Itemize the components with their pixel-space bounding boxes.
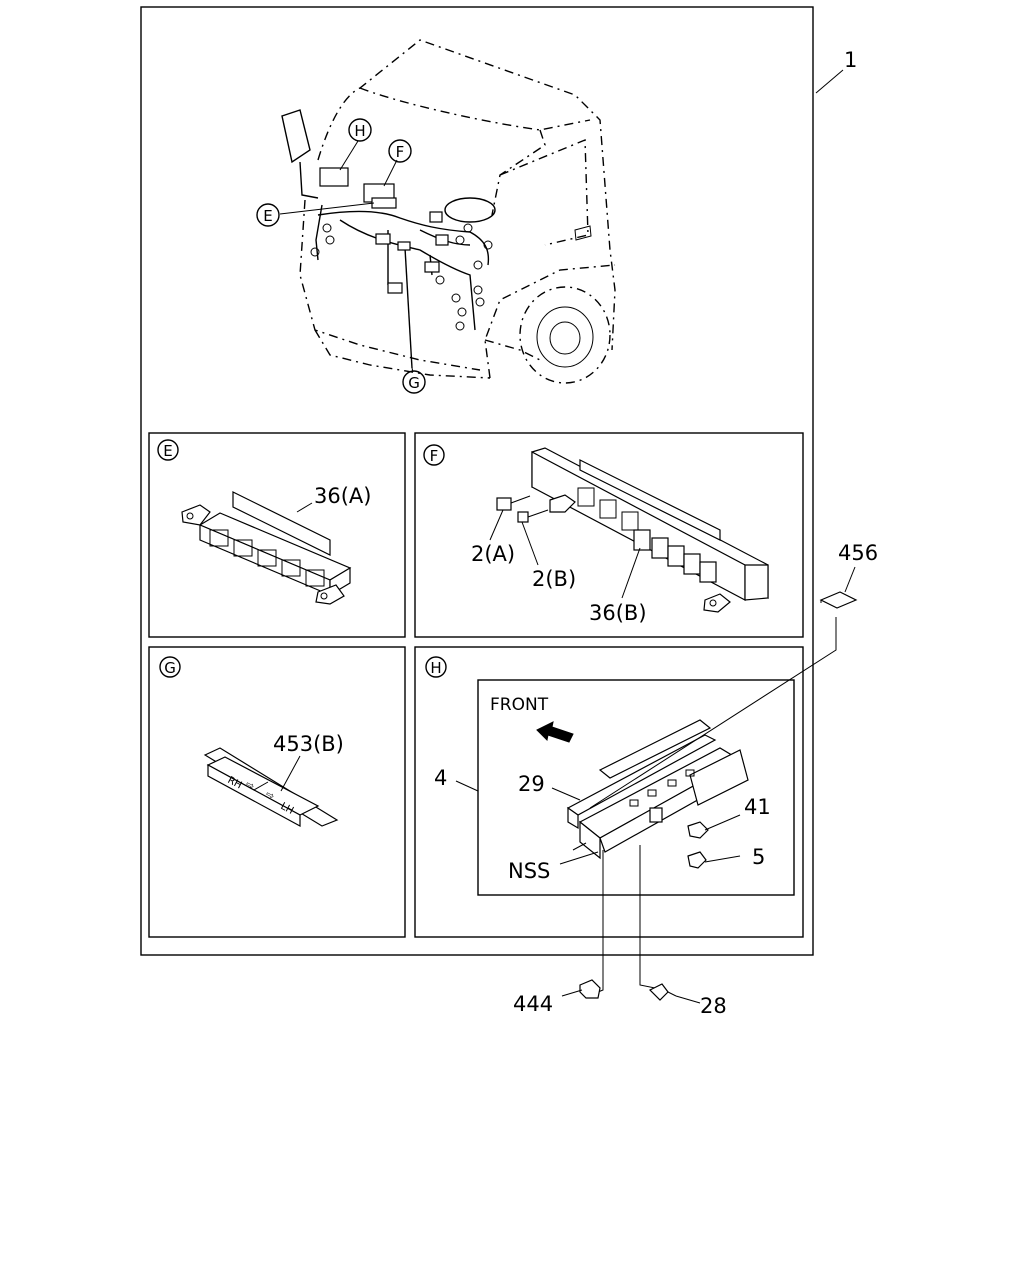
leader-456 <box>844 566 856 593</box>
leader-nss <box>559 851 599 865</box>
callout-g-panel: G <box>159 656 181 678</box>
truck-cab-overview <box>279 39 616 384</box>
fuse-lh-text: LH <box>279 801 296 817</box>
leader-453b <box>280 755 301 792</box>
leader-36b <box>621 547 641 599</box>
svg-text:G: G <box>164 659 176 677</box>
label-5: 5 <box>752 845 765 869</box>
svg-text:F: F <box>396 143 405 161</box>
leader-444-label <box>561 989 583 997</box>
svg-text:E: E <box>163 442 172 460</box>
callout-h-panel: H <box>425 656 447 678</box>
svg-text:H: H <box>354 122 365 140</box>
leader-456-to-bracket <box>589 617 837 809</box>
svg-text:G: G <box>408 374 420 392</box>
bracket-assembly-4 <box>566 719 749 869</box>
label-28: 28 <box>700 994 727 1018</box>
leader-2a <box>489 509 504 541</box>
svg-text:E: E <box>263 207 272 225</box>
label-444: 444 <box>513 992 553 1016</box>
front-arrow-icon <box>536 721 574 743</box>
label-456: 456 <box>838 541 878 565</box>
part-444-clip <box>579 979 601 999</box>
callout-f-panel: F <box>423 444 445 466</box>
leader-29 <box>551 787 581 801</box>
leader-41 <box>704 814 741 831</box>
leader-5 <box>704 855 741 863</box>
part-28-screw <box>648 983 669 1001</box>
leader-28-label <box>675 995 701 1004</box>
relay-bracket-36a <box>181 491 352 605</box>
panel-f <box>414 432 804 638</box>
label-453b: 453(B) <box>273 732 344 756</box>
part-456-pad <box>819 591 858 609</box>
label-nss: NSS <box>508 859 550 883</box>
panel-h <box>414 646 804 938</box>
callout-e-overview: E <box>256 203 280 227</box>
label-assembly: 1 <box>844 48 857 72</box>
callout-g-overview: G <box>402 370 426 394</box>
label-29: 29 <box>518 772 545 796</box>
label-36a: 36(A) <box>314 484 371 508</box>
callout-h-overview: H <box>348 118 372 142</box>
front-label: FRONT <box>490 695 549 715</box>
relay-box-36b <box>496 447 769 613</box>
leader-2b <box>521 521 539 566</box>
fuse-label-453b: RH LH ⇨ ⇨ <box>203 747 339 828</box>
leader-4 <box>455 780 479 792</box>
label-2b: 2(B) <box>532 567 576 591</box>
leader-36a <box>296 502 313 513</box>
panel-h-inner <box>477 679 795 896</box>
label-36b: 36(B) <box>589 601 647 625</box>
svg-text:H: H <box>430 659 441 677</box>
main-frame <box>140 6 814 956</box>
leader-1 <box>815 69 844 94</box>
label-4: 4 <box>434 766 447 790</box>
callout-f-overview: F <box>388 139 412 163</box>
leader-444 <box>597 850 604 993</box>
panel-e <box>148 432 406 638</box>
leader-28 <box>639 845 666 991</box>
svg-text:F: F <box>430 447 439 465</box>
label-2a: 2(A) <box>471 542 515 566</box>
label-41: 41 <box>744 795 771 819</box>
callout-e-panel: E <box>157 439 179 461</box>
panel-g <box>148 646 406 938</box>
